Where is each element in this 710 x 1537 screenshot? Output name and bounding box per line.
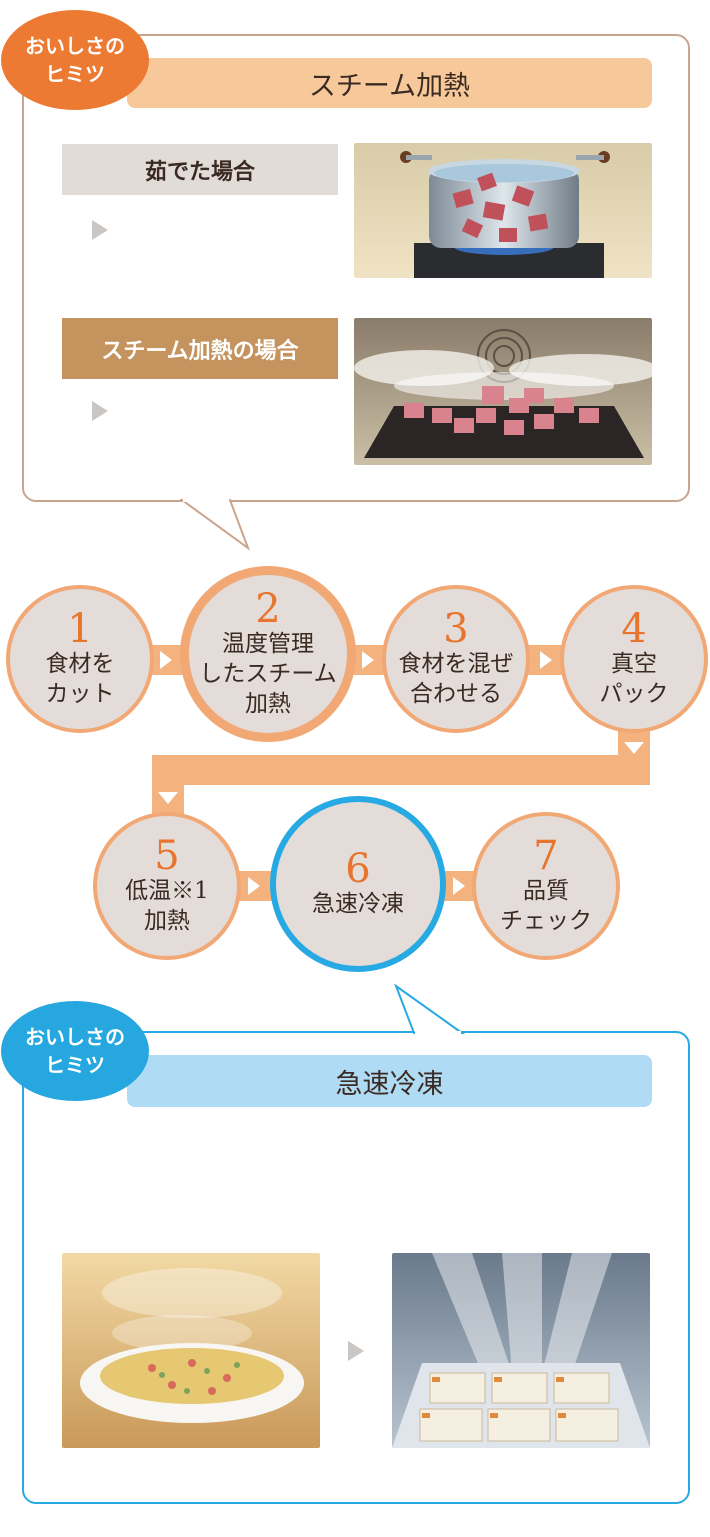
secret-badge-text: おいしさの ヒミツ	[25, 34, 125, 86]
flow-arrow-icon	[248, 877, 260, 895]
step-6-circle: 6 急速冷凍	[270, 796, 446, 972]
bullet-arrow-icon	[92, 220, 108, 240]
step-number: 2	[255, 586, 281, 632]
freezer-packs-photo	[392, 1253, 650, 1448]
step-number: 7	[533, 833, 559, 879]
step-number: 3	[443, 606, 469, 652]
quick-freeze-title: 急速冷凍	[127, 1055, 652, 1107]
quick-freeze-title-text: 急速冷凍	[335, 1068, 444, 1100]
steam-heating-title-text: スチーム加熱	[308, 70, 471, 102]
bullet-arrow-icon	[92, 401, 108, 421]
step-label: 温度管理 したスチーム 加熱	[199, 631, 337, 717]
step-2-circle: 2 温度管理 したスチーム 加熱	[180, 566, 356, 742]
secret-badge-orange: おいしさの ヒミツ	[1, 10, 149, 110]
steam-case-label: スチーム加熱の場合	[62, 318, 338, 379]
step-number: 5	[154, 833, 180, 879]
step-label: 低温※1 加熱	[125, 878, 209, 934]
step-3-circle: 3 食材を混ぜ 合わせる	[382, 585, 530, 733]
secret-badge-text: おいしさの ヒミツ	[25, 1025, 125, 1077]
flow-arrow-icon	[540, 651, 552, 669]
flow-arrow-down-icon	[158, 792, 178, 804]
step-1-circle: 1 食材を カット	[6, 585, 154, 733]
step-number: 1	[67, 606, 93, 652]
steam-case-label-text: スチーム加熱の場合	[101, 338, 299, 364]
bullet-arrow-icon	[348, 1341, 364, 1361]
boiled-case-label: 茹でた場合	[62, 144, 338, 195]
boiling-pot-photo	[354, 143, 652, 278]
step-label: 品質 チェック	[500, 878, 592, 934]
cooked-food-plate-photo	[62, 1253, 320, 1448]
callout-tail-top	[180, 498, 251, 551]
step-label: 真空 パック	[599, 651, 669, 707]
flow-arrow-icon	[453, 877, 465, 895]
step-7-circle: 7 品質 チェック	[472, 812, 620, 960]
step-label: 食材を カット	[45, 651, 115, 707]
callout-tail-bottom	[394, 984, 466, 1035]
secret-badge-blue: おいしさの ヒミツ	[1, 1001, 149, 1101]
step-5-circle: 5 低温※1 加熱	[93, 812, 241, 960]
step-label: 急速冷凍	[312, 891, 404, 917]
step-4-circle: 4 真空 パック	[560, 585, 708, 733]
flow-arrow-icon	[362, 651, 374, 669]
flow-connector	[152, 755, 650, 785]
step-number: 4	[621, 606, 647, 652]
step-label: 食材を混ぜ 合わせる	[398, 651, 514, 707]
flow-arrow-down-icon	[624, 742, 644, 754]
step-number: 6	[345, 846, 371, 892]
steam-heating-title: スチーム加熱	[127, 58, 652, 108]
steam-oven-photo	[354, 318, 652, 465]
flow-arrow-icon	[160, 651, 172, 669]
boiled-case-label-text: 茹でた場合	[144, 159, 255, 185]
